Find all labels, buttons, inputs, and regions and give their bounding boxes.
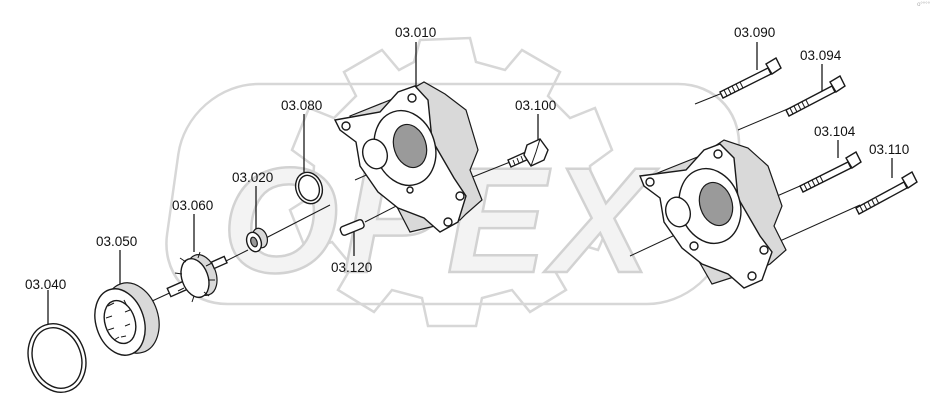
dowel-pin-03120 xyxy=(339,219,365,236)
hex-bolt-03100 xyxy=(507,138,549,168)
label-03090: 03.090 xyxy=(734,25,775,40)
bolt-03104 xyxy=(799,151,862,193)
bolt-03094 xyxy=(785,75,846,117)
bolt-03110 xyxy=(855,171,918,215)
o-ring-03080 xyxy=(294,171,324,205)
pump-housing-assembly xyxy=(639,139,787,289)
pinion-shaft-03060 xyxy=(166,251,228,303)
label-03104: 03.104 xyxy=(814,124,856,139)
label-03120: 03.120 xyxy=(331,260,372,275)
callout-labels: 03.010 03.020 03.040 03.050 03.060 03.08… xyxy=(25,25,909,292)
outer-gear-ring-03050 xyxy=(94,282,160,356)
label-03040: 03.040 xyxy=(25,277,66,292)
label-03010: 03.010 xyxy=(395,25,436,40)
pump-housing-03010 xyxy=(333,81,483,233)
corner-mark: o°°°° xyxy=(917,2,930,8)
o-ring-03040 xyxy=(27,323,87,393)
bolt-03090 xyxy=(719,57,782,99)
label-03110: 03.110 xyxy=(869,142,909,157)
label-03050: 03.050 xyxy=(96,234,137,249)
label-03080: 03.080 xyxy=(281,98,322,113)
label-03094: 03.094 xyxy=(800,48,842,63)
label-03060: 03.060 xyxy=(172,198,213,213)
label-03100: 03.100 xyxy=(515,98,556,113)
label-03020: 03.020 xyxy=(232,170,273,185)
needle-bearing-03020 xyxy=(245,227,269,253)
